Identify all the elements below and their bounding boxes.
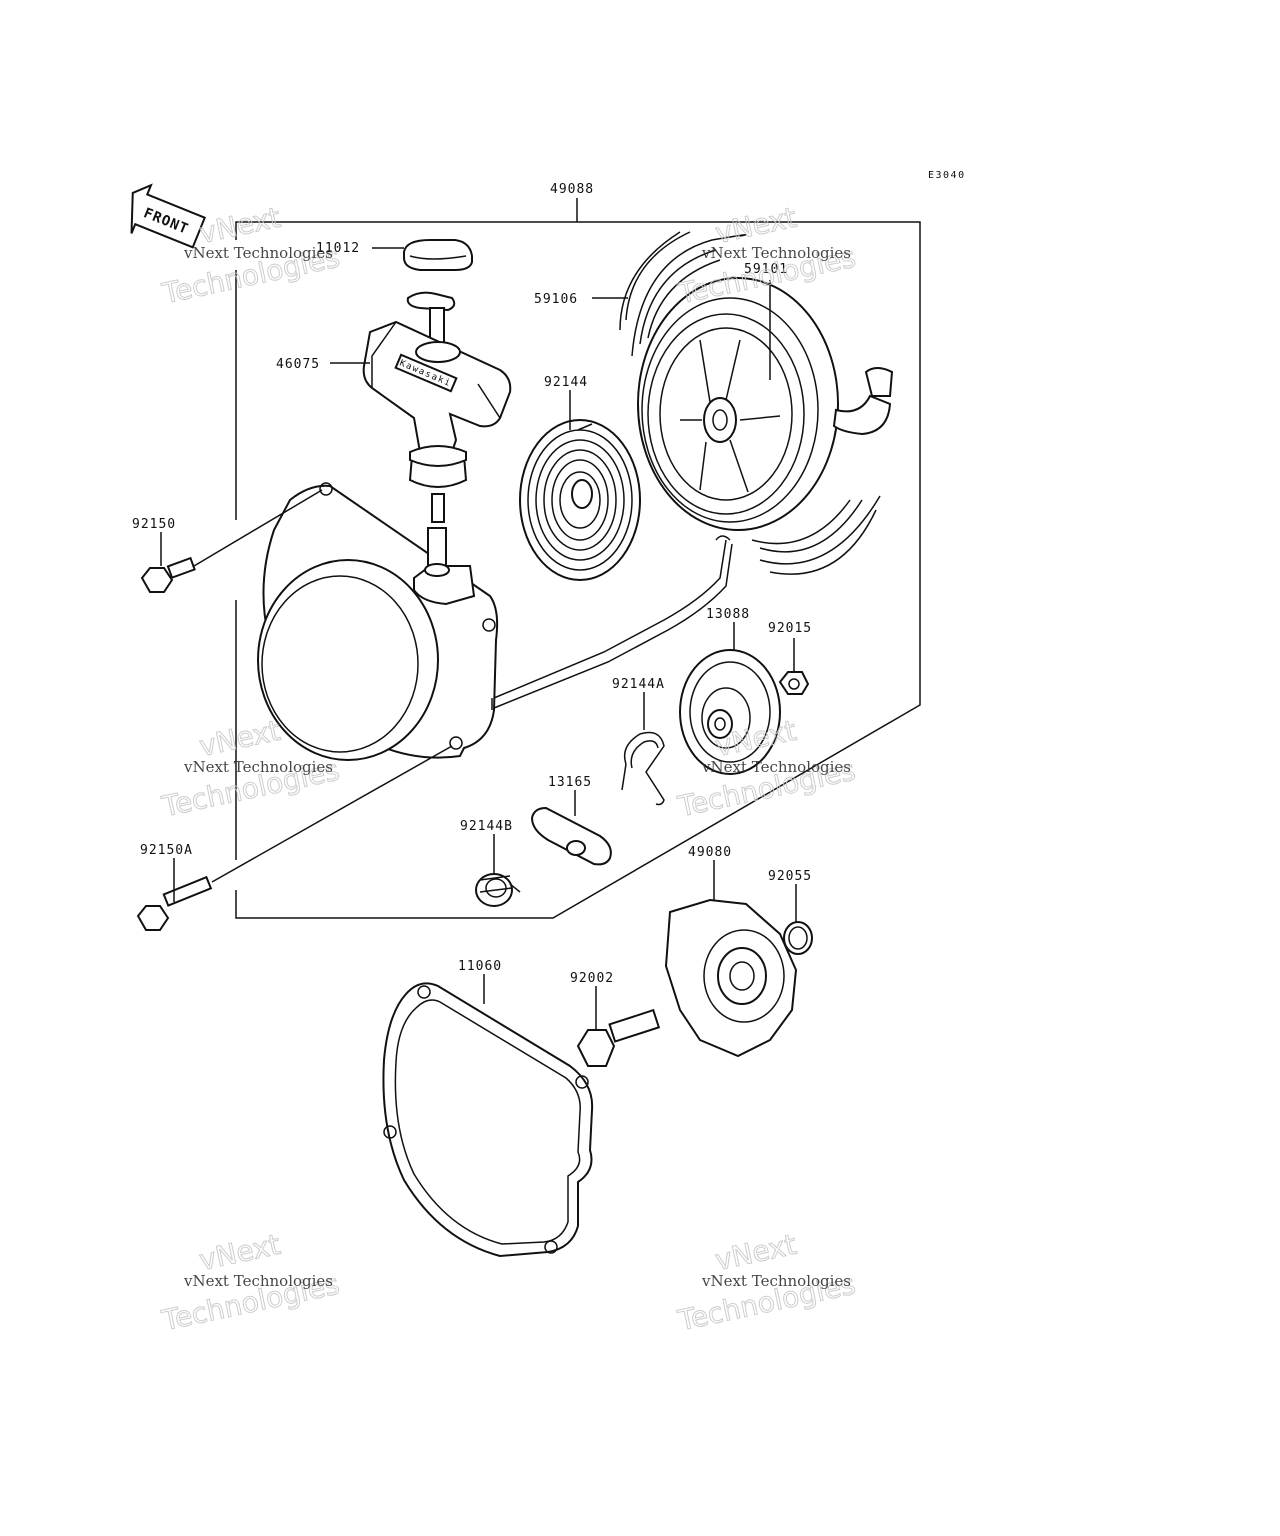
watermark-vnext: vNext [197,201,284,250]
part-92144B-spring [475,873,521,907]
watermark-bottom-right: vNext Technologies vNext Technologies [674,1227,859,1338]
label-11060: 11060 [458,959,502,974]
part-49080-drive-cup [664,898,798,1058]
label-46075: 46075 [276,357,320,372]
label-11012: 11012 [316,241,360,256]
watermark-vnext: vNext [196,1228,283,1277]
watermark-text: vNext Technologies [183,1272,333,1290]
label-92144A: 92144A [612,677,665,692]
label-92002: 92002 [570,971,614,986]
starter-rope [491,535,733,710]
label-49088: 49088 [550,182,594,197]
part-59101-reel [637,277,894,531]
watermark-text: vNext Technologies [183,758,333,776]
label-13165: 13165 [548,775,592,790]
label-13088: 13088 [706,607,750,622]
part-13088-pulley [679,649,781,775]
label-92015: 92015 [768,621,812,636]
watermark-text: vNext Technologies [701,244,851,262]
label-92144B: 92144B [460,819,513,834]
part-labels: 49088 11012 46075 59106 59101 92144 9215… [132,182,812,986]
leader-lines [160,198,797,1030]
label-59101: 59101 [744,262,788,277]
part-92015-nut [778,671,810,695]
label-92150A: 92150A [140,843,193,858]
part-46075-handle: Kawasaki [362,291,512,523]
part-92144-spring [519,419,641,581]
part-92002-bolt [576,1008,661,1067]
part-59106-rope-coil [619,231,881,575]
watermark-middle-right: vNext Technologies vNext Technologies [674,713,859,824]
watermark-vnext: vNext [712,1228,799,1277]
part-92144A-clip [621,731,665,806]
label-92144: 92144 [544,375,588,390]
watermark-text: vNext Technologies [183,244,333,262]
part-13165-ratchet [530,806,612,866]
watermark-vnext: vNext [713,201,800,250]
part-92150A-bolt [136,745,453,931]
part-92150-bolt [140,489,323,593]
label-59106: 59106 [534,292,578,307]
label-49080: 49080 [688,845,732,860]
front-direction-arrow: FRONT [130,183,207,249]
watermark-text: vNext Technologies [701,1272,851,1290]
starter-case [257,482,499,761]
watermark-bottom-left: vNext Technologies vNext Technologies [158,1227,343,1338]
assembly-outline-49088 [235,221,921,919]
watermark-vnext: vNext [196,714,283,763]
part-92055-o-ring [783,921,813,955]
label-92055: 92055 [768,869,812,884]
part-11012-cap [403,239,473,271]
part-11060-gasket [382,982,594,1258]
watermark-text: vNext Technologies [701,758,851,776]
label-92150: 92150 [132,517,176,532]
diagram-code: E3040 [928,170,966,181]
